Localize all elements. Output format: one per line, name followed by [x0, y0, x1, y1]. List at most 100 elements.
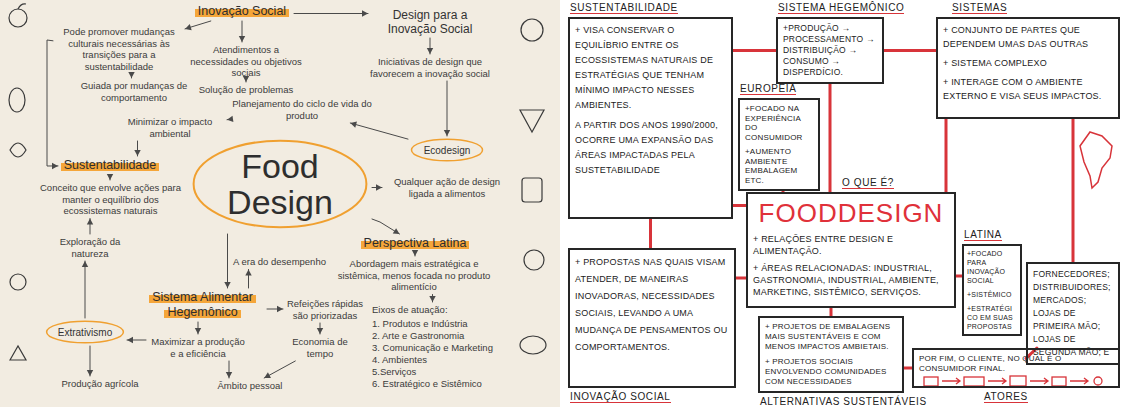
central-ellipse: Food Design: [190, 136, 370, 232]
onion-doodle: [10, 274, 26, 290]
arrow-head: [317, 328, 323, 334]
arrow-head: [185, 24, 192, 30]
ellipse-shape: [194, 141, 367, 227]
label-text: Minimizar o impacto ambiental: [115, 116, 225, 139]
flow-arrow: [988, 378, 1006, 384]
corn-doodle: [10, 346, 26, 360]
food-doodles: [9, 4, 546, 360]
arrow-head: [444, 130, 450, 136]
note-node: Iniciativas de design que favorecem a in…: [370, 56, 490, 79]
red-connector: [733, 204, 746, 207]
actor-icons: [924, 376, 1102, 386]
label-text: + CONJUNTO DE PARTES QUE DEPENDEM UMAS D…: [943, 23, 1113, 51]
ellipse-shape: [47, 321, 124, 343]
pear-doodle: [9, 88, 25, 112]
note-node: Maximizar a produção e a eficiência: [148, 336, 248, 359]
label-text: Solução de problemas: [198, 84, 294, 96]
label-text: Perspectiva Latina: [361, 236, 470, 250]
note-node: Economia de tempo: [290, 336, 350, 359]
label-text: Food Design: [220, 148, 340, 220]
box-heading: SISTEMA HEGEMÔNICO: [778, 2, 904, 14]
right-panel: [560, 0, 1128, 407]
box-heading: SUSTENTABILIDADE: [570, 2, 678, 14]
sketch-box: SISTEMAS+ CONJUNTO DE PARTES QUE DEPENDE…: [936, 17, 1120, 119]
label-text: + VISA CONSERVAR O EQUILÍBRIO ENTRE OS E…: [575, 23, 726, 113]
arrow-head: [393, 228, 400, 234]
ellipse-node: Ecodesign: [410, 138, 484, 162]
label-text: Economia de tempo: [290, 336, 350, 359]
arrow-head: [277, 306, 283, 312]
note-node: Minimizar o impacto ambiental: [115, 116, 225, 139]
red-connector: [945, 119, 948, 192]
label-text: 5.Serviços: [372, 366, 508, 378]
jar-doodle: [522, 178, 542, 202]
sketch-box: LATINA+FOCADO PARA INOVAÇÃO SOCIAL+SISTÊ…: [962, 244, 1022, 336]
label-text: Qualquer ação de design ligada a aliment…: [384, 176, 510, 199]
box-heading: ALTERNATIVAS SUSTENTÁVEIS: [760, 396, 927, 407]
south-america-map: [1080, 132, 1112, 188]
red-connector: [1072, 119, 1075, 262]
arrow-head: [226, 372, 232, 378]
arrow-head: [429, 296, 435, 302]
sketch-box: ATORESPOR FIM, O CLIENTE, NO QUAL É O CO…: [912, 348, 1120, 388]
store-icon: [1010, 376, 1026, 386]
arrow-head: [52, 163, 58, 169]
red-connector: [649, 219, 652, 248]
red-connector: [829, 84, 832, 192]
arrow-head: [362, 10, 368, 16]
sketch-box: O QUE É?FOODDESIGN+ RELAÇÕES ENTRE DESIG…: [746, 192, 956, 308]
label-text: Maximizar a produção e a eficiência: [148, 336, 248, 359]
red-connector: [884, 49, 936, 52]
red-connector: [733, 49, 776, 52]
arrow-head: [128, 72, 134, 78]
pizza-doodle: [520, 110, 544, 132]
orange-doodle: [524, 250, 544, 270]
note-node: Solução de problemas: [198, 84, 294, 96]
label-text: FORNECEDORES; DISTRIBUIDORES; MERCADOS; …: [1033, 268, 1113, 359]
highlight-band: Perspectiva Latina: [360, 236, 470, 251]
label-text: Planejamento do ciclo de vida do produto: [232, 98, 372, 121]
label-text: Conceito que envolve ações para manter o…: [38, 182, 183, 217]
arrow-head: [239, 36, 245, 42]
shop-icon: [1052, 377, 1066, 386]
sketch-box: SUSTENTABILIDADE+ VISA CONSERVAR O EQUIL…: [568, 17, 733, 219]
arrow-head: [134, 150, 140, 156]
sketch-box: SISTEMA HEGEMÔNICO+PRODUÇÃO → PROCESSAME…: [776, 17, 884, 84]
arrow-head: [227, 116, 233, 122]
label-text: 3. Comunicação e Marketing: [372, 342, 508, 354]
box-heading: ATORES: [984, 391, 1028, 403]
red-connector: [830, 308, 833, 316]
label-text: Abordagem mais estratégica e sistêmica, …: [335, 258, 493, 293]
box-heading: EUROPEIA: [740, 83, 796, 95]
arrow-head: [224, 282, 230, 288]
note-node: Qualquer ação de design ligada a aliment…: [384, 176, 510, 199]
stem-doodle: [18, 4, 26, 9]
label-text: A PARTIR DOS ANOS 1990/2000, OCORRE UMA …: [575, 118, 726, 178]
list-node: Eixos de atuação:1. Produtos e Indústria…: [372, 304, 508, 390]
label-text: +FOCADO NA EXPERIÊNCIA DO CONSUMIDOR: [745, 104, 813, 142]
label-text: + PROPOSTAS NAS QUAIS VISAM ATENDER, DE …: [575, 254, 729, 356]
arrow-connector: [294, 13, 368, 14]
note-node: Abordagem mais estratégica e sistêmica, …: [335, 258, 493, 293]
box-heading: SISTEMAS: [952, 2, 1007, 14]
box-heading: INOVAÇÃO SOCIAL: [570, 391, 671, 403]
label-text: Guiada por mudanças de comportamento: [80, 80, 188, 103]
arrow-head: [195, 328, 201, 334]
label-text: +PRODUÇÃO → PROCESSAMENTO → DISTRIBUIÇÃO…: [783, 23, 877, 78]
label-text: +SISTÊMICO: [967, 290, 1017, 299]
arrow-head: [87, 219, 93, 225]
arrow-head: [350, 122, 357, 128]
sketch-box: EUROPEIA+FOCADO NA EXPERIÊNCIA DO CONSUM…: [738, 98, 820, 191]
label-text: Inovação Social: [195, 4, 289, 18]
arrow-head: [245, 270, 251, 276]
label-text: + INTERAGE COM O AMBIENTE EXTERNO E VISA…: [943, 75, 1113, 103]
note-node: Produção agrícola: [55, 378, 145, 390]
label-text: Ecodesign: [424, 145, 471, 156]
arrow-connector: [372, 219, 400, 234]
note-node: Conceito que envolve ações para manter o…: [38, 182, 183, 217]
note-node: Exploração da natureza: [40, 236, 140, 259]
sketch-box: ALTERNATIVAS SUSTENTÁVEIS+ PROJETOS DE E…: [758, 316, 904, 393]
label-text: Refeições rápidas são priorizadas: [285, 298, 365, 321]
label-text: A era do desempenho: [232, 256, 327, 268]
